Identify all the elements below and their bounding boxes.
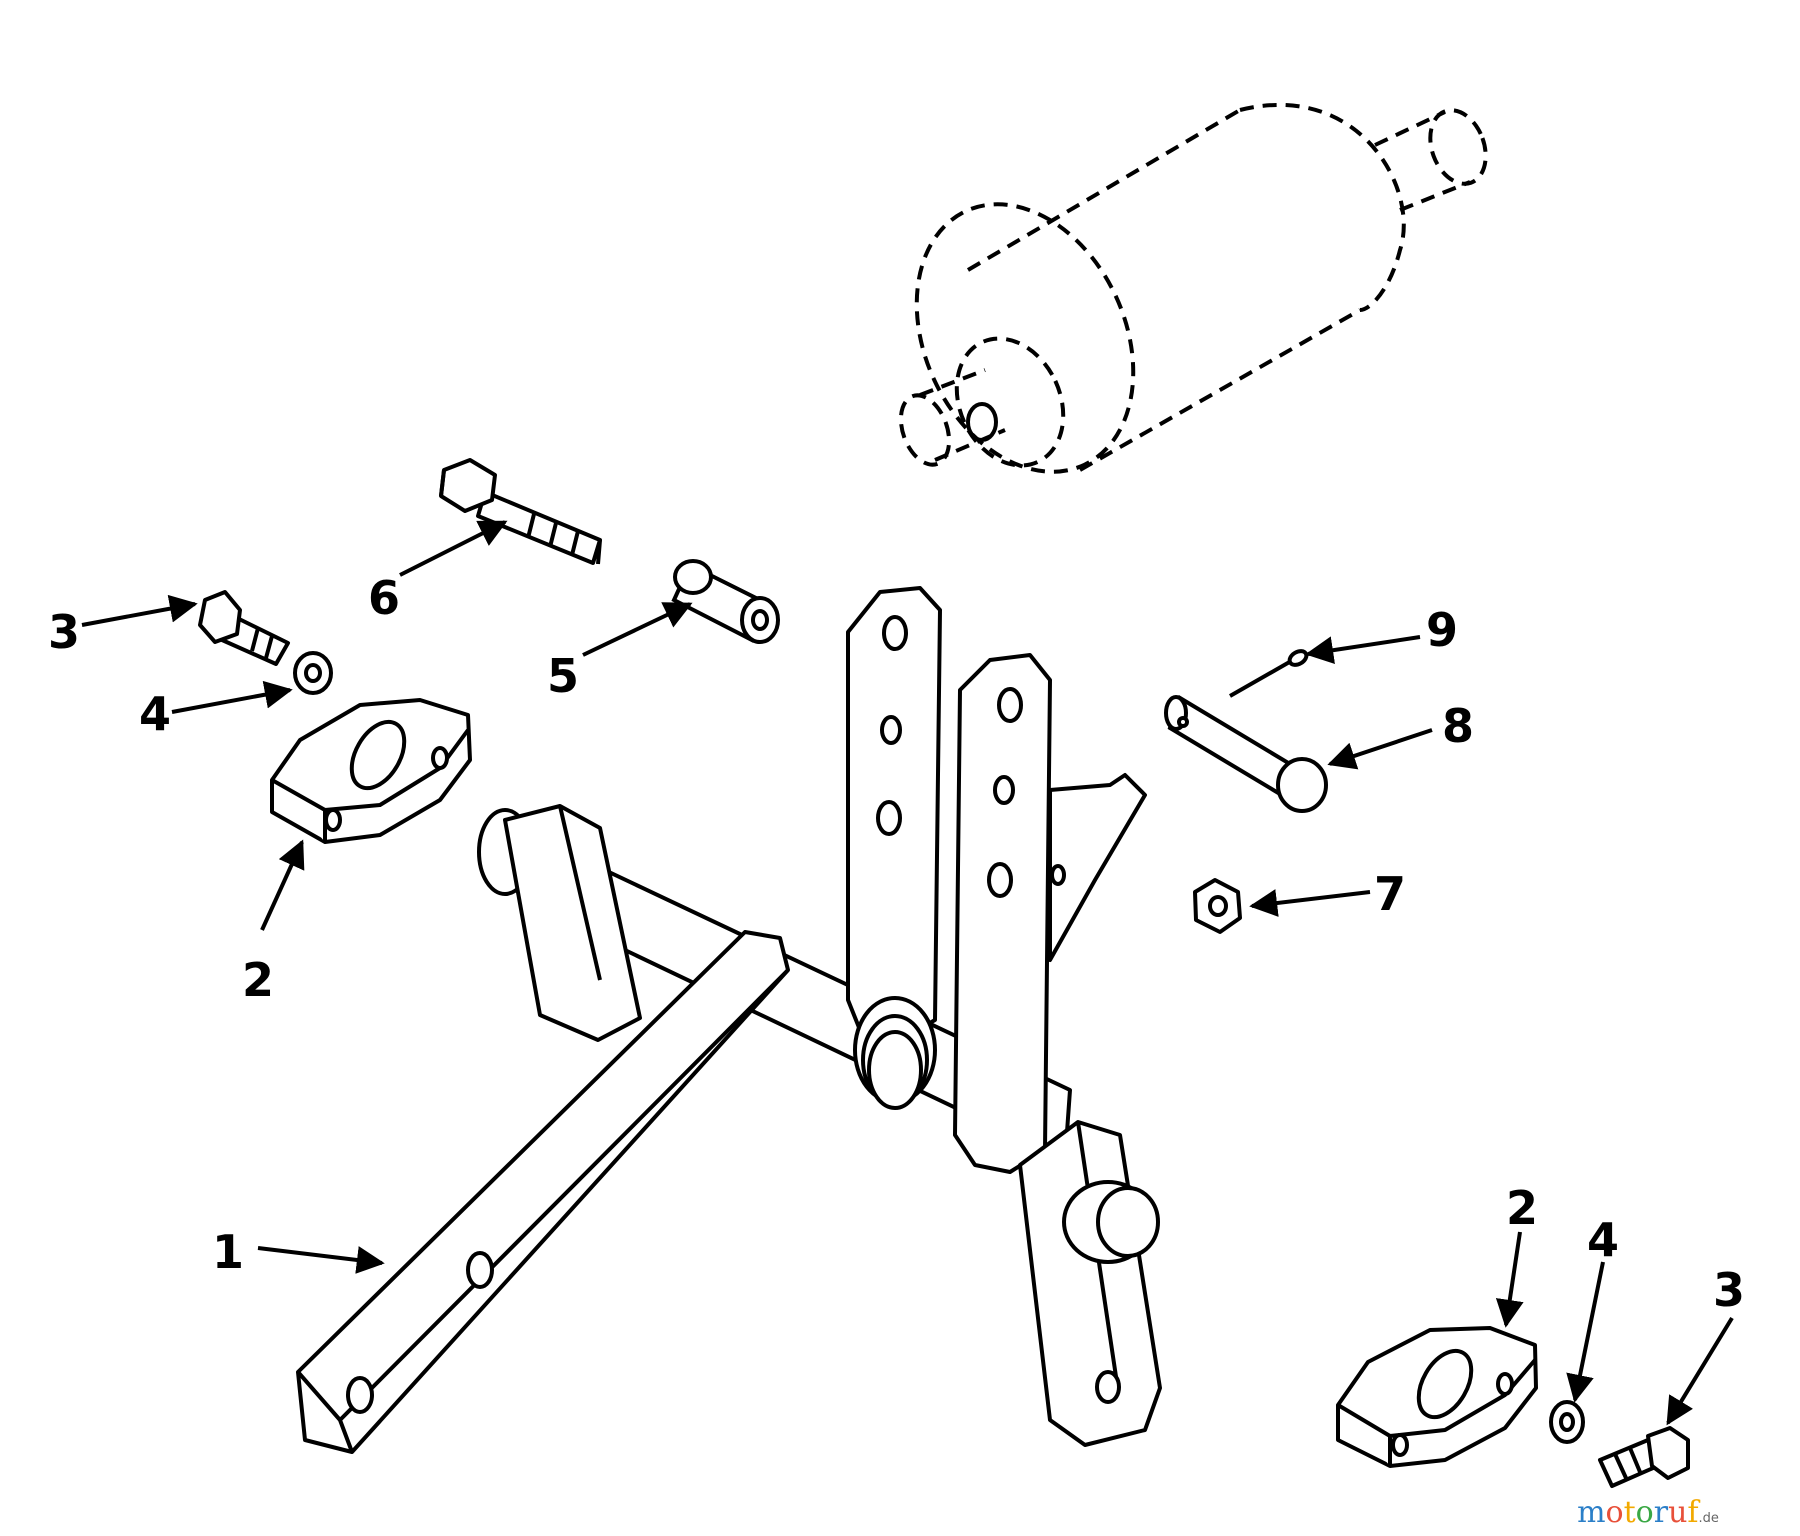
callout-3-left: 3: [48, 605, 80, 659]
callout-4-right: 4: [1587, 1213, 1619, 1267]
callout-3-right: 3: [1713, 1263, 1745, 1317]
motor-outline: [898, 102, 1488, 474]
arrow-5: [582, 602, 693, 657]
washer-left: [293, 651, 333, 695]
arrow-3-right: [1666, 1316, 1734, 1426]
washer-right: [1549, 1400, 1585, 1444]
arrow-2-right: [1495, 1231, 1524, 1328]
flange-plate-left: [270, 698, 472, 844]
watermark-suffix: .de: [1699, 1511, 1719, 1526]
cotter-pin: [1229, 649, 1309, 698]
arrow-3-left: [81, 594, 198, 627]
arrow-2-left: [260, 839, 305, 931]
arrow-1: [257, 1246, 385, 1274]
callout-7: 7: [1374, 867, 1406, 921]
callout-9: 9: [1426, 603, 1458, 657]
long-bolt: [439, 458, 602, 565]
arrow-9: [1305, 635, 1421, 665]
arrow-4-right: [1566, 1261, 1605, 1403]
svg-text:motoruf.de: motoruf.de: [1577, 1495, 1719, 1530]
lift-shaft-assembly: [296, 586, 1162, 1454]
motor-shaft-hole: [966, 402, 998, 442]
cap-screw-left: [198, 590, 290, 666]
watermark-text: motoruf: [1577, 1495, 1700, 1530]
watermark-logo: motoruf.de: [1577, 1495, 1719, 1530]
callout-labels: 1 2 2 3 3 4 4 5 6 7 8 9: [48, 571, 1745, 1317]
callout-2-right: 2: [1506, 1181, 1538, 1235]
arrow-7: [1249, 889, 1371, 917]
arrow-6: [399, 520, 508, 577]
arrow-8: [1327, 728, 1433, 770]
callout-5: 5: [547, 649, 579, 703]
spacer-tube: [671, 559, 780, 644]
cap-screw-right: [1598, 1426, 1690, 1488]
arrow-4-left: [171, 680, 293, 714]
callout-2-left: 2: [242, 953, 274, 1007]
leader-arrows: [81, 520, 1734, 1426]
callout-6: 6: [368, 571, 400, 625]
callout-1: 1: [212, 1225, 244, 1279]
callout-8: 8: [1442, 699, 1474, 753]
clevis-pin: [1164, 695, 1328, 813]
hex-nut: [1193, 878, 1242, 934]
callout-4-left: 4: [139, 687, 171, 741]
flange-plate-right: [1336, 1326, 1538, 1468]
